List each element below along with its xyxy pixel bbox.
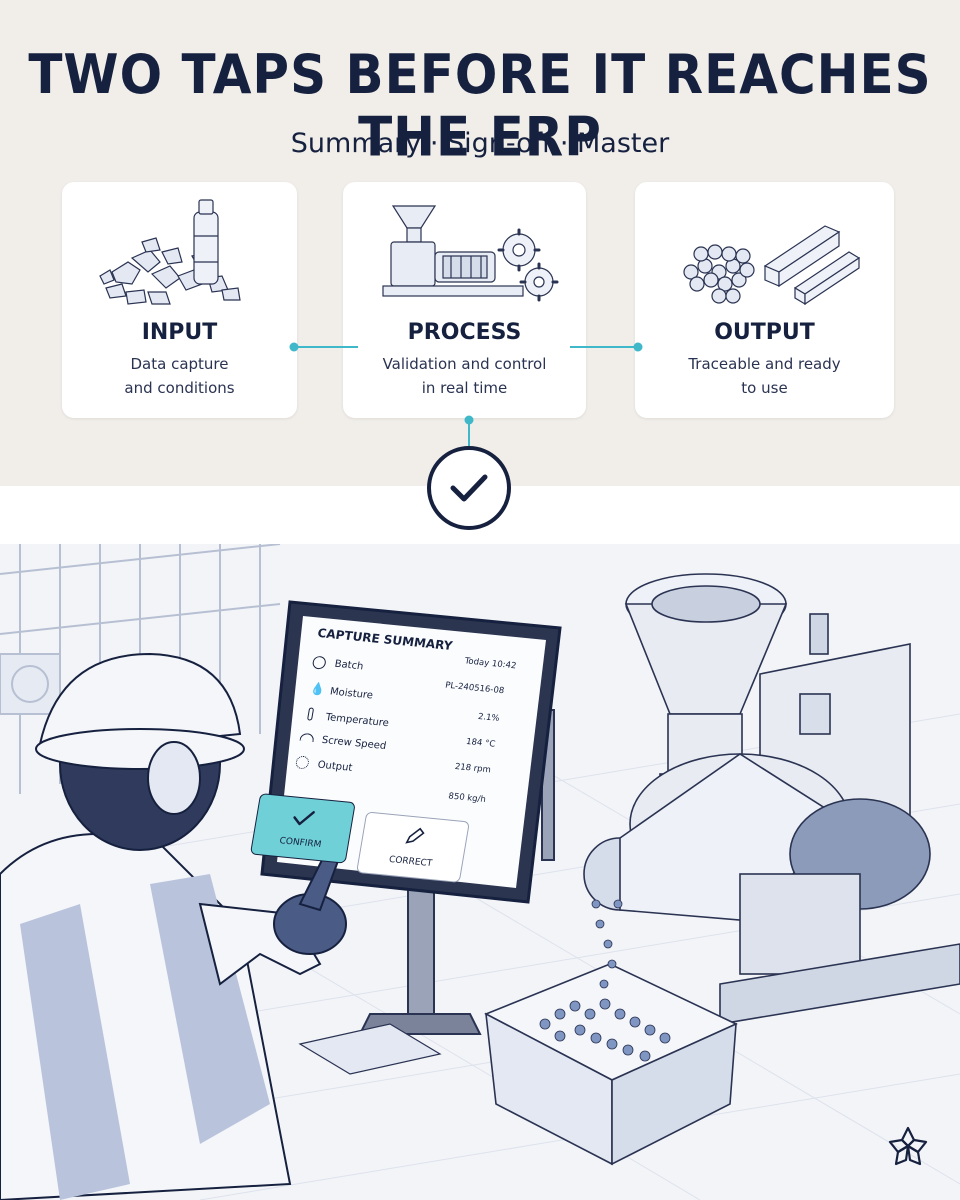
tablet-timestamp: Today 10:42 [463, 656, 518, 672]
connector-process-output [570, 342, 643, 352]
connector-input-process [289, 342, 358, 352]
gauge-icon [299, 732, 315, 742]
process-heading: PROCESS [407, 320, 522, 345]
factory-illustration [0, 543, 960, 1200]
moisture-value: 2.1% [477, 711, 501, 724]
brand-logo [888, 1126, 928, 1166]
output-desc-line2: to use [741, 379, 788, 397]
pellets-profiles-icon [683, 225, 861, 306]
temperature-label: Temperature [324, 712, 390, 730]
page-title: TWO TAPS BEFORE IT REACHES THE ERP [28, 43, 932, 169]
checkmark-icon [293, 811, 315, 826]
input-desc-line1: Data capture [130, 355, 229, 373]
output-heading: OUTPUT [714, 320, 815, 345]
checkmark-icon [427, 446, 511, 530]
input-heading: INPUT [141, 320, 218, 345]
tablet-title: CAPTURE SUMMARY [316, 625, 454, 653]
plastic-waste-icon [99, 199, 241, 305]
screw-speed-label: Screw Speed [320, 734, 388, 753]
page-subtitle: Summary · Sign-off · Master [290, 128, 670, 159]
extruder-gears-icon [382, 205, 559, 302]
process-desc-line2: in real time [421, 379, 508, 397]
output-description: Traceable and ready to use [635, 352, 894, 400]
pencil-icon [405, 827, 425, 844]
batch-label: Batch [333, 658, 365, 673]
output-desc-line1: Traceable and ready [688, 355, 841, 373]
clock-icon [311, 655, 327, 670]
input-description: Data capture and conditions [62, 352, 297, 400]
input-card: INPUT Data capture and conditions [62, 182, 297, 418]
top-section: TWO TAPS BEFORE IT REACHES THE ERP Summa… [0, 0, 960, 486]
process-description: Validation and control in real time [343, 352, 586, 400]
tablet-screen: CAPTURE SUMMARY Today 10:42 Batch PL-240… [249, 606, 539, 896]
output-label: Output [316, 759, 354, 774]
process-desc-line1: Validation and control [382, 355, 547, 373]
process-card: PROCESS Validation and control in real t… [343, 182, 586, 418]
connector-process-check [464, 415, 474, 448]
droplet-icon: 💧 [309, 681, 327, 697]
correct-button[interactable]: CORRECT [356, 811, 470, 883]
moisture-label: Moisture [329, 686, 374, 702]
input-desc-line2: and conditions [124, 379, 235, 397]
confirm-label: CONFIRM [278, 836, 323, 851]
output-card: OUTPUT Traceable and ready to use [635, 182, 894, 418]
batch-value: PL-240516-08 [444, 680, 505, 697]
output-value: 850 kg/h [447, 791, 487, 805]
thermometer-icon [306, 707, 315, 721]
confirm-button[interactable]: CONFIRM [249, 793, 356, 864]
factory-scene: CAPTURE SUMMARY Today 10:42 Batch PL-240… [0, 543, 960, 1200]
correct-label: CORRECT [388, 854, 433, 870]
pellets-icon [294, 755, 310, 770]
